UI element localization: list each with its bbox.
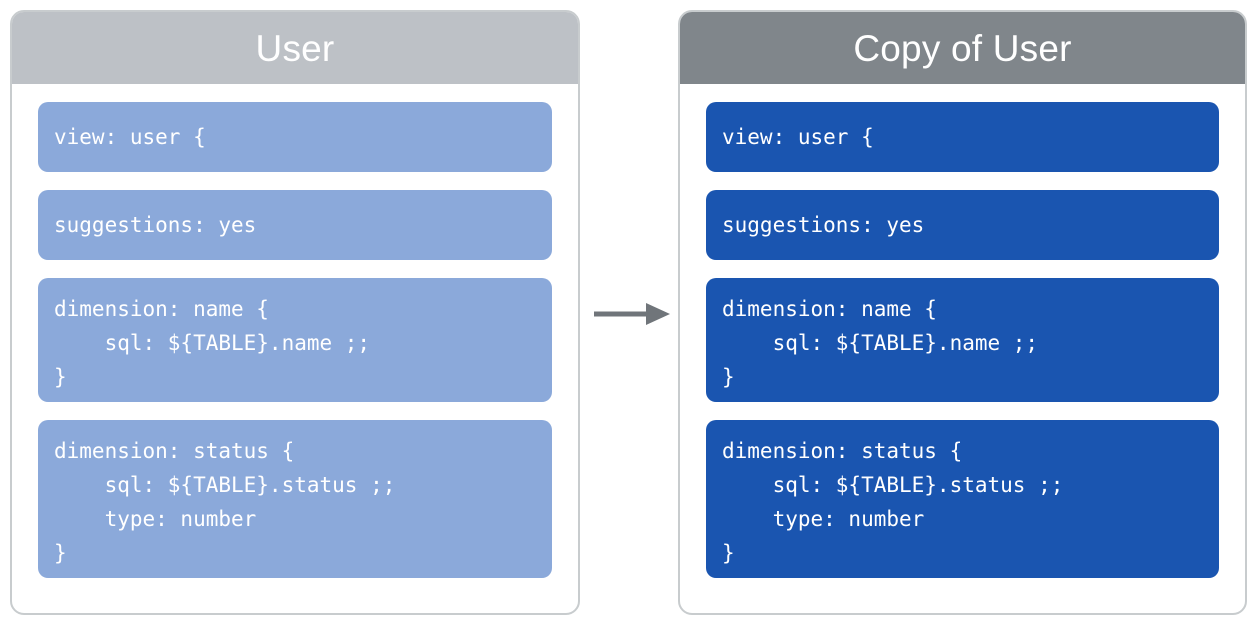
code-block-dimension-status: dimension: status { sql: ${TABLE}.status…: [706, 420, 1219, 578]
panel-source-view: User view: user { suggestions: yes dimen…: [10, 10, 580, 615]
arrow-right-icon: [594, 303, 670, 325]
panel-copy-title: Copy of User: [853, 27, 1072, 69]
code-block-view-declaration: view: user {: [38, 102, 552, 172]
panel-copy-header: Copy of User: [680, 12, 1245, 84]
code-block-dimension-name: dimension: name { sql: ${TABLE}.name ;; …: [706, 278, 1219, 402]
code-block-dimension-name: dimension: name { sql: ${TABLE}.name ;; …: [38, 278, 552, 402]
code-block-dimension-status: dimension: status { sql: ${TABLE}.status…: [38, 420, 552, 578]
code-block-suggestions-setting: suggestions: yes: [38, 190, 552, 260]
panel-source-title: User: [255, 27, 335, 69]
panel-source-header: User: [12, 12, 578, 84]
code-block-suggestions-setting: suggestions: yes: [706, 190, 1219, 260]
code-block-view-declaration: view: user {: [706, 102, 1219, 172]
panel-source-body: view: user { suggestions: yes dimension:…: [12, 84, 578, 613]
flow-arrow: [592, 298, 672, 330]
panel-copy-view: Copy of User view: user { suggestions: y…: [678, 10, 1247, 615]
panel-copy-body: view: user { suggestions: yes dimension:…: [680, 84, 1245, 613]
